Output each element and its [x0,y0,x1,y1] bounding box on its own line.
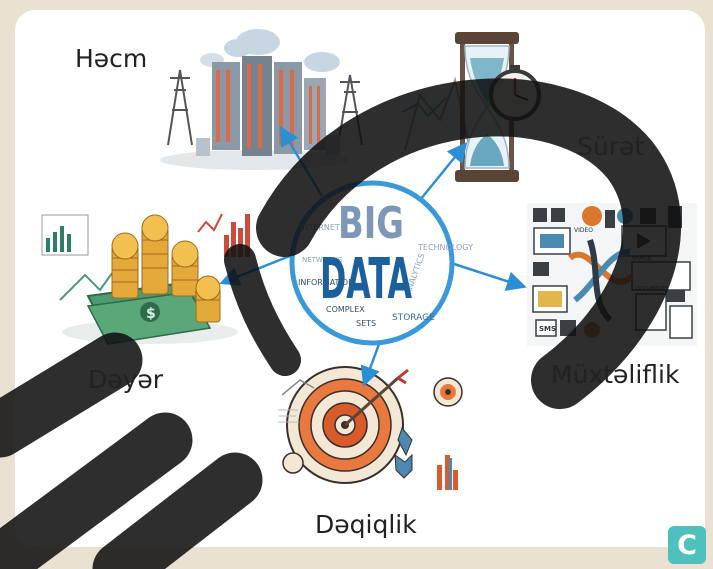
server-cluster-icon [160,29,363,170]
node-label-volume: Həcm [75,44,148,73]
watermark [0,78,682,569]
section-badge: C [668,526,706,564]
big-data-core: INTERNET TECHNOLOGY STORAGE ANALYTICS IN… [289,180,473,346]
center-word-storage: STORAGE [392,313,435,323]
node-label-velocity: Sürət [577,132,645,161]
center-word-sets: SETS [356,319,376,328]
center-word-information: INFORMATION [298,278,354,287]
node-label-variety: Müxtəliflik [551,360,680,389]
data-text: DATA [320,247,412,312]
big-text: BIG [338,198,404,249]
node-label-value: Dəyər [88,365,164,394]
center-word-internet: INTERNET [300,223,340,232]
variety-tag-video: VIDEO [574,227,593,234]
arrow-to-velocity [419,142,468,201]
svg-text:$: $ [146,306,156,322]
target-accuracy-icon [278,366,463,490]
center-word-technology: TECHNOLOGY [417,243,473,252]
center-word-complex: COMPLEX [326,305,365,314]
variety-tag-sms: SMS [539,325,556,333]
money-coins-icon: $ [41,213,250,345]
node-label-veracity: Dəqiqlik [315,510,417,539]
arrow-to-variety [447,260,527,291]
center-word-networks: NETWORKS [302,256,343,264]
